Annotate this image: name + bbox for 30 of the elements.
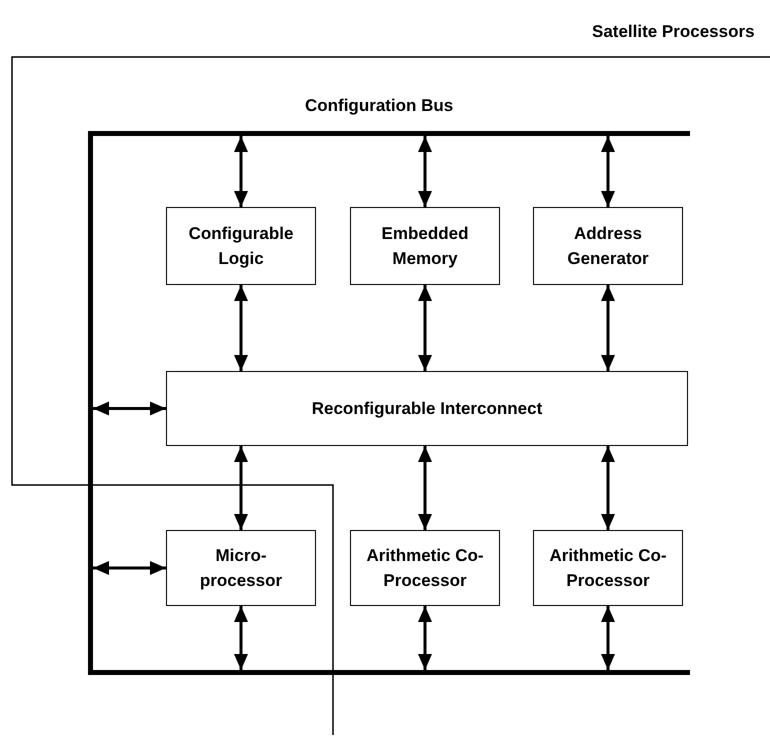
- double-arrow: [93, 402, 166, 416]
- box-label: Micro- processor: [198, 544, 284, 592]
- double-arrow: [418, 446, 432, 530]
- component-box: [166, 530, 316, 606]
- component-box: [166, 207, 316, 285]
- double-arrow: [601, 136, 615, 207]
- box-label: Configurable Logic: [188, 222, 294, 270]
- box-label: Embedded Memory: [380, 222, 470, 270]
- double-arrow: [234, 606, 248, 670]
- component-box: [350, 207, 500, 285]
- double-arrow: [234, 285, 248, 371]
- double-arrow: [601, 285, 615, 371]
- box-label: Reconfigurable Interconnect: [312, 398, 542, 420]
- bus-label: Configuration Bus: [305, 96, 454, 116]
- component-box: [166, 371, 688, 446]
- double-arrow: [234, 446, 248, 530]
- component-box: [533, 530, 683, 606]
- double-arrow: [418, 136, 432, 207]
- box-label: Arithmetic Co-Processor: [365, 544, 485, 592]
- component-box: [350, 530, 500, 606]
- component-box: [533, 207, 683, 285]
- box-label: Address Generator: [566, 222, 650, 270]
- double-arrow: [234, 136, 248, 207]
- double-arrow: [418, 285, 432, 371]
- box-label: Arithmetic Co-Processor: [548, 544, 668, 592]
- region-label: Satellite Processors: [592, 22, 755, 42]
- double-arrow: [418, 606, 432, 670]
- double-arrow: [93, 561, 166, 575]
- double-arrow: [601, 446, 615, 530]
- double-arrow: [601, 606, 615, 670]
